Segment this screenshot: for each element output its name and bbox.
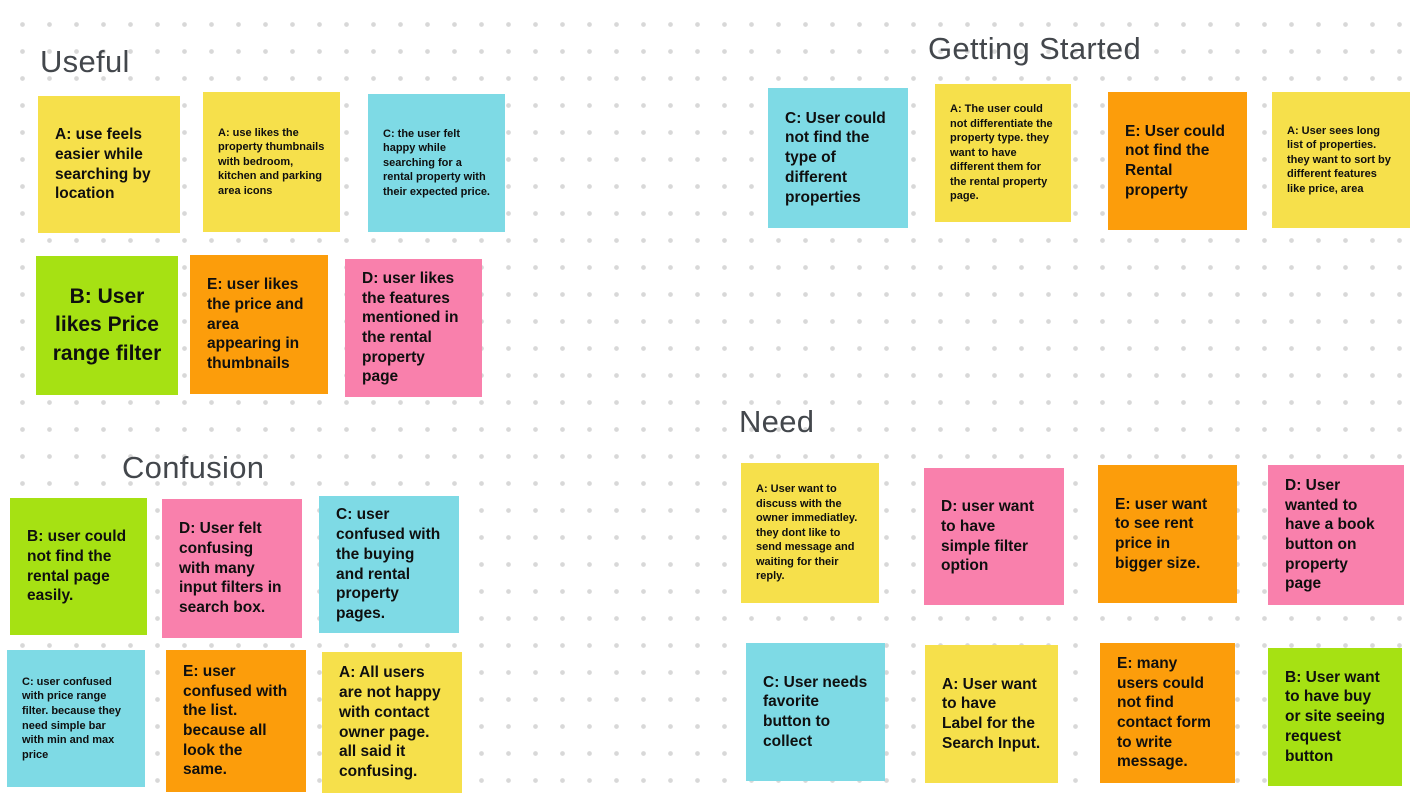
- sticky-note-text: B: User likes Price range filter: [52, 284, 162, 365]
- sticky-note-text: A: use feels easier while searching by l…: [55, 126, 151, 203]
- sticky-note-text: D: user likes the features mentioned in …: [362, 269, 459, 386]
- section-title-getting-started[interactable]: Getting Started: [928, 31, 1142, 66]
- sticky-note[interactable]: E: user confused with the list. because …: [166, 650, 306, 792]
- sticky-note-text: B: user could not find the rental page e…: [27, 528, 127, 605]
- sticky-note-text: C: user confused with the buying and ren…: [336, 506, 441, 622]
- sticky-note[interactable]: C: user confused with price range filter…: [7, 650, 145, 787]
- sticky-note-text: D: User wanted to have a book button on …: [1285, 476, 1375, 593]
- sticky-note-text: D: user want to have simple filter optio…: [941, 498, 1035, 575]
- section-title-useful[interactable]: Useful: [40, 44, 130, 79]
- sticky-note[interactable]: D: user want to have simple filter optio…: [924, 468, 1064, 605]
- sticky-note-text: A: User want to discuss with the owner i…: [756, 483, 858, 583]
- sticky-note[interactable]: B: user could not find the rental page e…: [10, 498, 147, 635]
- sticky-note-text: A: User want to have Label for the Searc…: [942, 675, 1041, 752]
- sticky-note[interactable]: A: All users are not happy with contact …: [322, 652, 462, 793]
- sticky-note[interactable]: A: User sees long list of properties. th…: [1272, 92, 1410, 228]
- sticky-note[interactable]: B: User likes Price range filter: [36, 256, 178, 395]
- sticky-note[interactable]: A: use feels easier while searching by l…: [38, 96, 180, 233]
- section-title-need[interactable]: Need: [739, 404, 815, 439]
- sticky-note[interactable]: E: many users could not find contact for…: [1100, 643, 1235, 783]
- sticky-note[interactable]: C: the user felt happy while searching f…: [368, 94, 505, 232]
- sticky-note-text: E: many users could not find contact for…: [1117, 654, 1211, 771]
- sticky-note-text: C: the user felt happy while searching f…: [383, 127, 490, 198]
- sticky-note-text: A: User sees long list of properties. th…: [1287, 124, 1391, 195]
- sticky-note-text: E: user likes the price and area appeari…: [207, 276, 304, 372]
- sticky-note[interactable]: A: The user could not differentiate the …: [935, 84, 1071, 222]
- sticky-note-text: A: The user could not differentiate the …: [950, 103, 1053, 203]
- sticky-note[interactable]: A: use likes the property thumbnails wit…: [203, 92, 340, 232]
- sticky-note[interactable]: C: User could not find the type of diffe…: [768, 88, 908, 228]
- sticky-note[interactable]: B: User want to have buy or site seeing …: [1268, 648, 1402, 786]
- sticky-note[interactable]: A: User want to discuss with the owner i…: [741, 463, 879, 603]
- sticky-note-text: E: user want to see rent price in bigger…: [1115, 495, 1208, 572]
- sticky-note-text: C: user confused with price range filter…: [22, 675, 122, 761]
- sticky-note[interactable]: D: user likes the features mentioned in …: [345, 259, 482, 397]
- sticky-note-text: C: User could not find the type of diffe…: [785, 109, 886, 206]
- sticky-note-text: E: User could not find the Rental proper…: [1125, 122, 1225, 199]
- sticky-note[interactable]: E: user want to see rent price in bigger…: [1098, 465, 1237, 603]
- section-title-confusion[interactable]: Confusion: [122, 450, 265, 485]
- sticky-note-text: A: All users are not happy with contact …: [339, 664, 441, 780]
- sticky-note-text: C: User needs favorite button to collect: [763, 673, 868, 750]
- sticky-note[interactable]: D: User wanted to have a book button on …: [1268, 465, 1404, 605]
- sticky-note-text: D: User felt confusing with many input f…: [179, 520, 282, 616]
- sticky-note[interactable]: E: user likes the price and area appeari…: [190, 255, 328, 394]
- sticky-note[interactable]: A: User want to have Label for the Searc…: [925, 645, 1058, 783]
- sticky-note[interactable]: C: user confused with the buying and ren…: [319, 496, 459, 633]
- sticky-note[interactable]: C: User needs favorite button to collect: [746, 643, 885, 781]
- sticky-note[interactable]: E: User could not find the Rental proper…: [1108, 92, 1247, 230]
- sticky-note-text: E: user confused with the list. because …: [183, 662, 288, 779]
- sticky-note[interactable]: D: User felt confusing with many input f…: [162, 499, 302, 638]
- sticky-note-text: B: User want to have buy or site seeing …: [1285, 668, 1385, 765]
- sticky-note-text: A: use likes the property thumbnails wit…: [218, 126, 325, 197]
